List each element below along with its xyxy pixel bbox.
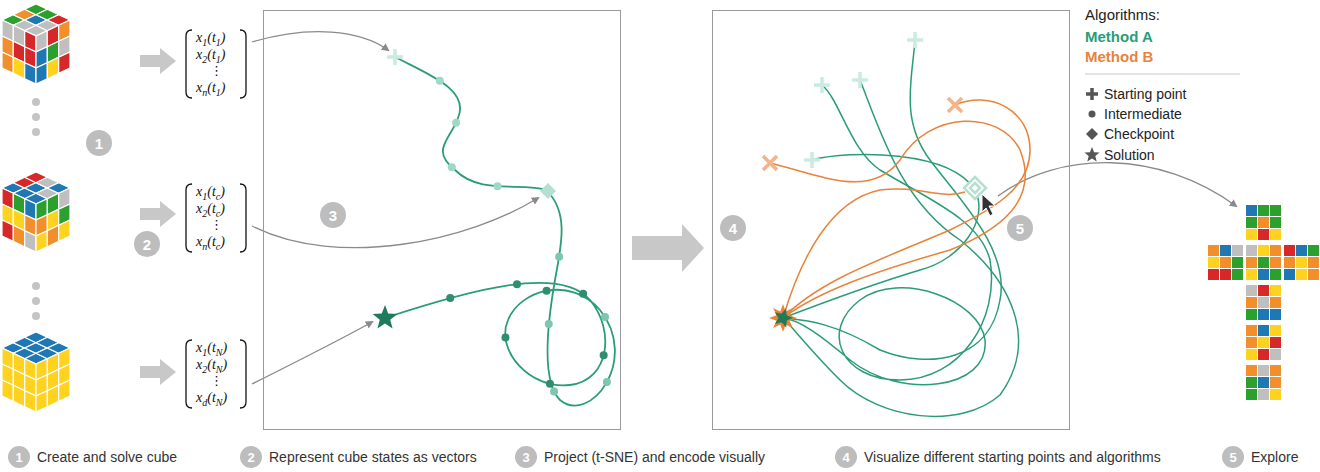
vector-entry: x1(tc) bbox=[196, 184, 225, 200]
step-caption: 4 Visualize different starting points and… bbox=[835, 446, 1161, 468]
callout-number: 2 bbox=[134, 231, 160, 257]
legend-text: Solution bbox=[1104, 147, 1155, 163]
legend-swatch: Method A bbox=[1085, 28, 1153, 46]
legend-text: Intermediate bbox=[1104, 106, 1182, 122]
step-label: Visualize different starting points and … bbox=[864, 449, 1161, 465]
legend-swatch: Method B bbox=[1085, 48, 1153, 66]
step-caption: 1 Create and solve cube bbox=[8, 446, 177, 468]
vector-entry: x2(tN) bbox=[196, 357, 227, 373]
cube-net bbox=[1208, 205, 1319, 400]
legend-rule bbox=[1085, 74, 1240, 75]
step-label: Create and solve cube bbox=[37, 449, 177, 465]
trajectories-panel-2 bbox=[770, 40, 1030, 416]
legend-text: Method B bbox=[1085, 48, 1153, 65]
intermediate-dots bbox=[436, 77, 611, 396]
vector-entry: xd(tN) bbox=[196, 390, 227, 406]
step-number: 4 bbox=[835, 446, 857, 468]
callout-number: 4 bbox=[720, 215, 746, 241]
callout-number: 3 bbox=[320, 202, 346, 228]
callout-text: 1 bbox=[95, 135, 103, 152]
vector-entry: ⋮ bbox=[210, 373, 223, 389]
callout-number: 5 bbox=[1007, 215, 1033, 241]
step-number: 2 bbox=[240, 446, 262, 468]
callout-number: 1 bbox=[86, 130, 112, 156]
projection-panel bbox=[713, 11, 1070, 430]
step-caption: 5 Explore bbox=[1222, 446, 1298, 468]
vector-entry: x1(tN) bbox=[196, 340, 227, 356]
legend-heading: Algorithms: bbox=[1085, 6, 1160, 23]
legend-text: Starting point bbox=[1104, 86, 1187, 102]
vector-entry: x2(tc) bbox=[196, 201, 225, 217]
vector-entry: ⋮ bbox=[210, 63, 223, 79]
legend-text: Checkpoint bbox=[1104, 126, 1174, 142]
projection-panel bbox=[264, 11, 621, 430]
step-number: 5 bbox=[1222, 446, 1244, 468]
legend-icons bbox=[1084, 88, 1099, 162]
legend-entry: Intermediate bbox=[1104, 105, 1182, 123]
step-label: Explore bbox=[1251, 449, 1298, 465]
markers bbox=[373, 32, 995, 332]
step-caption: 2 Represent cube states as vectors bbox=[240, 446, 477, 468]
step-label: Represent cube states as vectors bbox=[269, 449, 477, 465]
callout-text: 2 bbox=[143, 236, 151, 253]
step-arrows bbox=[140, 48, 704, 385]
vector-entry: x2(t1) bbox=[196, 47, 225, 63]
callout-text: 4 bbox=[729, 220, 737, 237]
step-number: 3 bbox=[515, 446, 537, 468]
trajectory-panel-1 bbox=[385, 57, 615, 406]
legend-entry: Starting point bbox=[1104, 85, 1187, 103]
step-caption: 3 Project (t-SNE) and encode visually bbox=[515, 446, 765, 468]
ellipsis-dots bbox=[32, 98, 40, 320]
legend-entry: Checkpoint bbox=[1104, 125, 1174, 143]
vector-entry: x1(t1) bbox=[196, 30, 225, 46]
step-label: Project (t-SNE) and encode visually bbox=[544, 449, 765, 465]
callout-text: 5 bbox=[1016, 220, 1024, 237]
vector-entry: xn(tc) bbox=[196, 234, 225, 250]
leader-arrows bbox=[252, 32, 1236, 384]
vector-brackets bbox=[186, 30, 246, 408]
step-number: 1 bbox=[8, 446, 30, 468]
vector-entry: ⋮ bbox=[210, 217, 223, 233]
legend-text: Method A bbox=[1085, 28, 1153, 45]
callout-text: 3 bbox=[329, 207, 337, 224]
legend-entry: Solution bbox=[1104, 146, 1155, 164]
cube-illustrations bbox=[2, 4, 70, 412]
vector-entry: xn(t1) bbox=[196, 80, 225, 96]
